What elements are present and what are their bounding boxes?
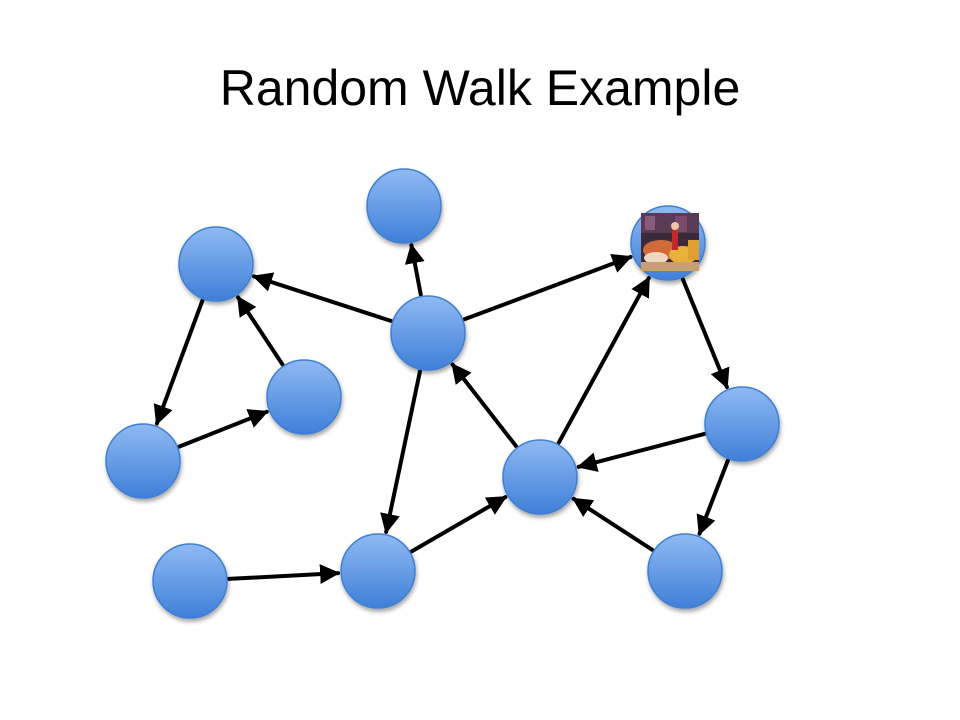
node-center — [390, 295, 466, 371]
edge-center-to-walker-node — [462, 253, 633, 322]
edge-right-to-center-bottom — [576, 431, 707, 472]
edge-right-to-bottom-right — [696, 458, 730, 536]
edge-center-bottom-to-walker-node — [556, 276, 651, 445]
edge-center-to-top — [404, 243, 425, 297]
edge-left-to-mid-left — [177, 409, 269, 449]
node-right — [704, 386, 780, 462]
edges-layer — [153, 243, 730, 585]
node-upper-left — [178, 226, 254, 302]
edge-mid-left-to-upper-left — [236, 295, 285, 367]
edge-center-to-bottom-middle — [380, 369, 422, 534]
walker-layer — [641, 213, 699, 271]
edge-center-bottom-to-center — [450, 362, 519, 449]
edge-walker-node-to-right — [680, 277, 730, 389]
node-center-bottom — [502, 439, 578, 515]
node-bottom-left — [152, 543, 228, 619]
edge-center-to-upper-left — [252, 272, 393, 323]
edge-bottom-right-to-center-bottom — [571, 496, 655, 552]
node-top — [366, 168, 442, 244]
walker-photo-icon — [641, 213, 699, 271]
node-mid-left — [266, 359, 342, 435]
edge-upper-left-to-left — [153, 298, 205, 426]
edge-bottom-middle-to-center-bottom — [409, 495, 508, 554]
node-bottom-middle — [340, 533, 416, 609]
edge-bottom-left-to-bottom-middle — [226, 564, 341, 585]
slide-title: Random Walk Example — [219, 60, 741, 116]
node-bottom-right — [647, 533, 723, 609]
node-left — [105, 423, 181, 499]
